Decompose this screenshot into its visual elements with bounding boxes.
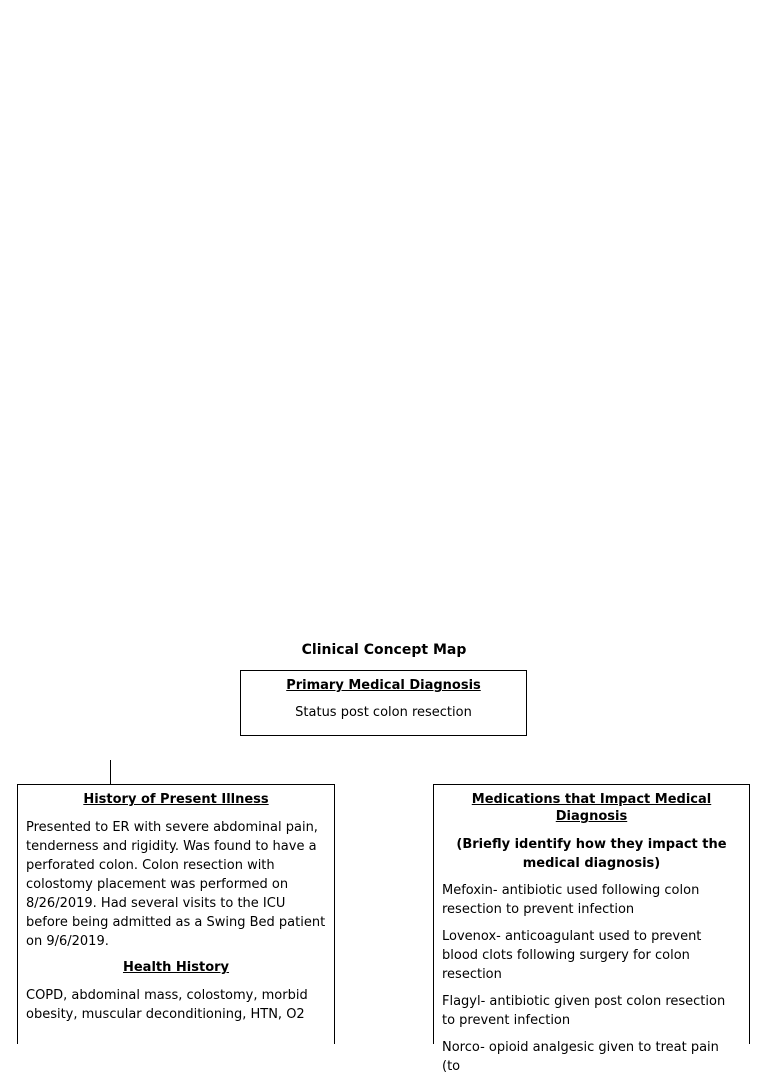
document-page: Clinical Concept Map Primary Medical Dia… [17, 642, 750, 1074]
health-history-text: COPD, abdominal mass, colostomy, morbid … [26, 988, 308, 1022]
page-title: Clinical Concept Map [301, 642, 467, 658]
medications-box: Medications that Impact Medical Diagnosi… [433, 784, 750, 1074]
medication-item: Mefoxin- antibiotic used following colon… [442, 883, 700, 917]
primary-diagnosis-value: Status post colon resection [295, 705, 472, 720]
medication-item: Lovenox- anticoagulant used to prevent b… [442, 929, 702, 982]
hpi-text: Presented to ER with severe abdominal pa… [26, 820, 326, 949]
health-history-heading: Health History [122, 960, 230, 975]
primary-diagnosis-heading: Primary Medical Diagnosis [286, 678, 481, 693]
medication-item: Norco- opioid analgesic given to treat p… [442, 1040, 719, 1074]
connector-line [110, 760, 111, 784]
medications-heading: Medications that Impact Medical Diagnosi… [471, 792, 712, 824]
medication-item: Flagyl- antibiotic given post colon rese… [442, 994, 726, 1028]
primary-diagnosis-box: Primary Medical Diagnosis Status post co… [240, 670, 527, 736]
history-present-illness-box: History of Present Illness Presented to … [17, 784, 335, 1044]
medications-subheading: (Briefly identify how they impact the me… [456, 837, 727, 871]
hpi-heading: History of Present Illness [83, 792, 269, 807]
